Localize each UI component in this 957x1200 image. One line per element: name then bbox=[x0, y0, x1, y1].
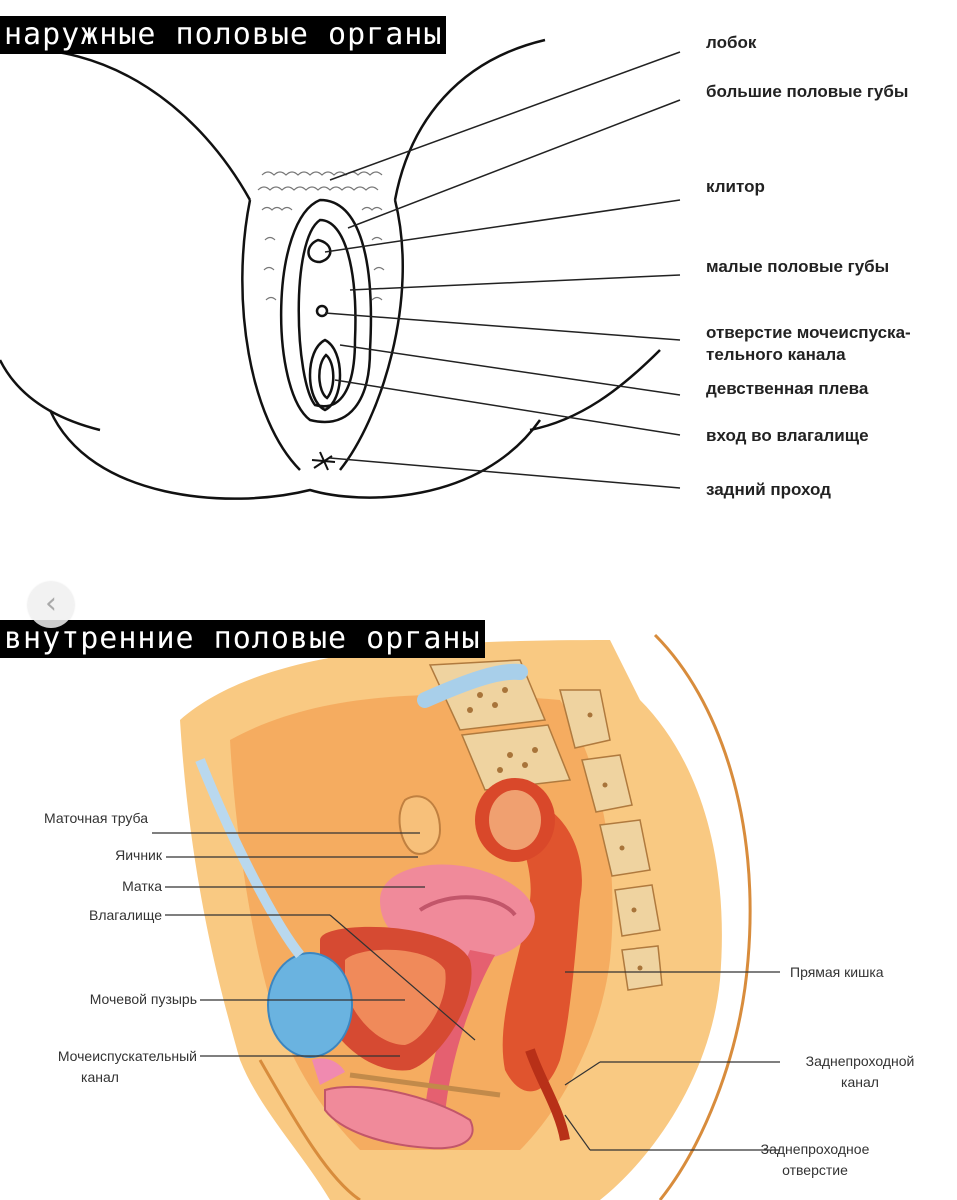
label-anus: задний проход bbox=[706, 480, 831, 499]
label-fallopian-tube: Маточная труба bbox=[44, 810, 148, 826]
label-hymen: девственная плева bbox=[706, 379, 869, 398]
label-anal-opening-1: Заднепроходное bbox=[760, 1141, 870, 1157]
label-anal-opening-2: отверстие bbox=[782, 1162, 848, 1178]
external-section-title: наружные половые органы bbox=[0, 16, 447, 54]
label-bladder: Мочевой пузырь bbox=[89, 991, 197, 1007]
external-genitalia-drawing bbox=[0, 38, 661, 500]
internal-organs-drawing bbox=[180, 633, 752, 1200]
label-anal-canal-1: Заднепроходной bbox=[805, 1053, 915, 1069]
label-labia-minora: малые половые губы bbox=[706, 257, 890, 276]
label-labia-majora: большие половые губы bbox=[706, 82, 909, 101]
label-pubis: лобок bbox=[706, 33, 757, 52]
label-vaginal-opening: вход во влагалище bbox=[706, 426, 869, 445]
external-leader-lines bbox=[324, 51, 681, 489]
label-urethra-1: Мочеиспускательный bbox=[57, 1048, 197, 1064]
internal-leader-lines bbox=[152, 832, 780, 1151]
spine bbox=[428, 659, 663, 991]
label-urethral-opening-2: тельного канала bbox=[706, 345, 846, 364]
label-anal-canal-2: канал bbox=[841, 1074, 879, 1090]
prev-slide-button[interactable]: ‹ bbox=[28, 582, 74, 628]
label-urethra-2: канал bbox=[81, 1069, 119, 1085]
label-ovary: Яичник bbox=[115, 847, 162, 863]
label-urethral-opening-1: отверстие мочеиспуска- bbox=[706, 323, 911, 342]
label-clitoris: клитор bbox=[706, 177, 765, 196]
pubic-hair-texture bbox=[257, 171, 385, 301]
chevron-left-icon: ‹ bbox=[45, 586, 57, 621]
label-uterus: Матка bbox=[122, 878, 162, 894]
label-rectum: Прямая кишка bbox=[790, 964, 884, 980]
label-vagina: Влагалище bbox=[88, 907, 162, 923]
internal-section-title: внутренние половые органы bbox=[0, 620, 485, 658]
